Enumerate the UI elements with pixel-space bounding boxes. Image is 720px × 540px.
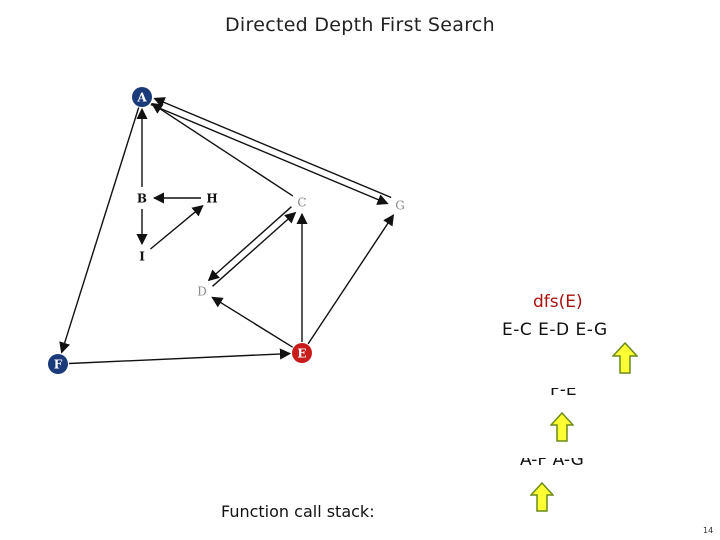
node-i-circle (132, 246, 152, 266)
node-f-label: F (54, 358, 63, 372)
call-stack-label: Function call stack: (221, 502, 375, 521)
node-e-circle (292, 343, 312, 363)
edge-c-a (151, 102, 294, 197)
node-e: E (292, 343, 312, 363)
node-h-circle (202, 188, 222, 208)
edge-d-c (212, 211, 297, 287)
edge-i-h (150, 204, 204, 250)
page-number: 14 (703, 526, 714, 535)
frame-a-edges-text: A-F A-G (520, 458, 584, 470)
node-c: C (291, 191, 313, 213)
node-d-label: D (197, 285, 207, 299)
node-c-circle (291, 191, 313, 213)
node-h-label: H (206, 192, 217, 206)
node-a: A (132, 87, 152, 107)
node-f-circle (48, 354, 68, 374)
edge-a-g (150, 103, 389, 205)
frame-f-edges: F-E (550, 388, 577, 408)
node-c-label: C (297, 196, 306, 210)
node-f: F (48, 354, 68, 374)
node-b-circle (132, 188, 152, 208)
edge-e-d (211, 296, 294, 348)
edge-c-d (207, 206, 292, 282)
current-call-edges: E-C E-D E-G (502, 320, 608, 340)
edge-a-f (59, 107, 140, 354)
edge-layer (59, 97, 394, 365)
current-call-label: dfs(E) (533, 292, 583, 312)
node-d: D (191, 280, 213, 302)
frame-a-edges: A-F A-G (520, 458, 584, 480)
frame-a-pointer-icon (530, 482, 554, 512)
node-i: I (132, 246, 152, 266)
current-edge-pointer-icon (612, 342, 638, 374)
node-layer: A B H C G I D E F (48, 87, 411, 374)
node-b: B (132, 188, 152, 208)
node-d-circle (191, 280, 213, 302)
slide-title: Directed Depth First Search (225, 14, 495, 36)
frame-f-pointer-icon (550, 412, 574, 442)
node-e-label: E (297, 347, 306, 361)
node-i-label: I (139, 250, 145, 264)
edge-e-g (307, 214, 394, 345)
node-g-label: G (395, 199, 405, 213)
node-g: G (389, 194, 411, 216)
frame-f-edges-text: F-E (550, 388, 577, 400)
edge-g-a (153, 97, 392, 199)
node-h: H (202, 188, 222, 208)
node-a-label: A (136, 91, 147, 105)
node-g-circle (389, 194, 411, 216)
edge-f-e (68, 348, 292, 365)
node-b-label: B (137, 192, 147, 206)
node-a-circle (132, 87, 152, 107)
